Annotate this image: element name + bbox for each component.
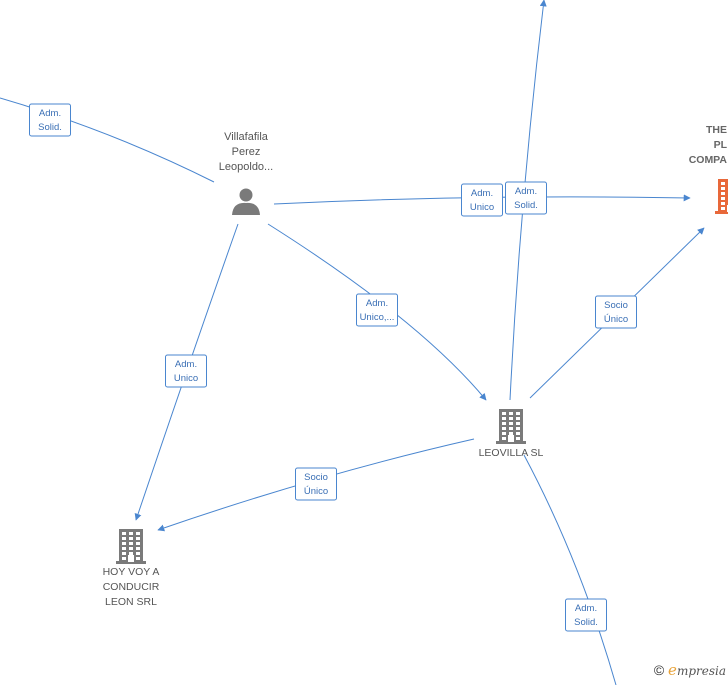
node-label-text: COMPA — [689, 154, 728, 166]
node-leovilla[interactable]: LEOVILLA SL — [479, 409, 544, 459]
edge-label-box — [165, 354, 207, 388]
person-icon — [232, 188, 260, 215]
edge-label-text: Unico — [174, 373, 198, 384]
edge-label-text: Adm. — [575, 603, 597, 614]
edge-line — [523, 454, 617, 685]
node-label-text: Leopoldo... — [219, 161, 273, 173]
edge-label-box — [29, 103, 71, 137]
copyright-symbol: © — [653, 662, 665, 678]
node-label-text: LEON SRL — [105, 596, 157, 608]
edge-label[interactable]: Adm. Unico — [165, 354, 207, 388]
edge-label-text: Adm. — [471, 188, 493, 199]
edge-label-box — [461, 183, 503, 217]
edge-label-text: Adm. — [175, 359, 197, 370]
edge-label-box — [356, 293, 398, 327]
node-label: HOY VOY A CONDUCIR LEON SRL — [103, 566, 160, 608]
node-label: LEOVILLA SL — [479, 447, 544, 459]
node-label-text: LEOVILLA SL — [479, 447, 544, 459]
building-icon — [116, 529, 146, 564]
edge-label-text: Socio — [304, 472, 328, 483]
node-label-text: PL — [714, 139, 728, 151]
edge-label-text: Adm. — [39, 108, 61, 119]
edge-label-box — [565, 598, 607, 632]
edge-label[interactable]: Adm. Solid. — [565, 598, 607, 632]
edge-label[interactable]: Adm. Solid. — [505, 181, 547, 215]
edge-line — [267, 223, 487, 401]
node-label-text: THE — [706, 124, 727, 136]
node-villafafila[interactable]: VillafafilaPerezLeopoldo... — [219, 131, 273, 215]
edge-label-text: Unico,... — [360, 312, 395, 323]
edge-label-box — [295, 467, 337, 501]
brand-name: mpresia — [676, 664, 726, 678]
edge-label-text: Solid. — [514, 200, 538, 211]
edge-label-text: Solid. — [574, 617, 598, 628]
brand-initial: e — [668, 661, 677, 679]
edge-label-box — [505, 181, 547, 215]
edge-label-text: Adm. — [515, 186, 537, 197]
node-theplan[interactable]: THE PL COMPA — [689, 124, 728, 214]
edge-label[interactable]: Adm. Solid. — [29, 103, 71, 137]
node-label: VillafafilaPerezLeopoldo... — [219, 131, 273, 173]
building-icon — [715, 179, 728, 214]
edge-labels-layer: Adm.Solid.Adm.UnicoAdm.Unico,...Adm.Unic… — [29, 103, 637, 632]
edge-label-text: Único — [604, 314, 628, 325]
edge-label-text: Unico — [470, 202, 494, 213]
building-icon — [496, 409, 526, 444]
edge-line — [0, 97, 215, 183]
node-label-text: Perez — [232, 146, 261, 158]
edge-label-text: Único — [304, 486, 328, 497]
edge-label-text: Solid. — [38, 122, 62, 133]
edge-label[interactable]: Adm. Unico,... — [356, 293, 398, 327]
node-label-text: CONDUCIR — [103, 581, 160, 593]
node-label: THE PL COMPA — [689, 124, 728, 166]
empresia-brand: © empresia — [654, 661, 726, 679]
edge-label-text: Adm. — [366, 298, 388, 309]
node-label-text: HOY VOY A — [103, 566, 160, 578]
node-hoyvoy[interactable]: HOY VOY A CONDUCIR LEON SRL — [103, 529, 160, 608]
edge-label[interactable]: Adm. Unico — [461, 183, 503, 217]
edge-label-text: Socio — [604, 300, 628, 311]
node-label-text: Villafafila — [224, 131, 269, 143]
edge-label-box — [595, 295, 637, 329]
